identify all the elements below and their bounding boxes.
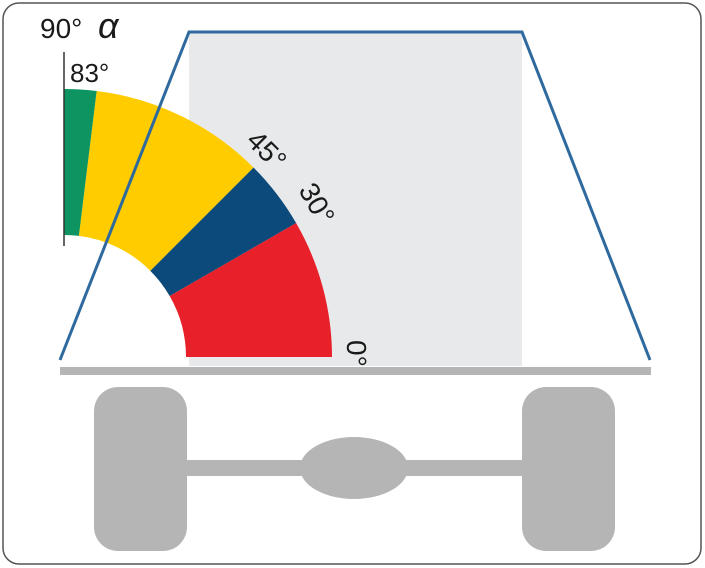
sector-83-90 [64, 89, 97, 236]
ground-line [60, 367, 651, 375]
left-wheel [94, 387, 187, 551]
sector-0-30 [169, 223, 332, 357]
right-wheel [522, 387, 615, 551]
label-90: 90° [40, 13, 82, 44]
angle-sectors [64, 89, 332, 357]
differential [300, 437, 408, 499]
sector-45-83 [78, 90, 254, 271]
vehicle-axle-icon [94, 387, 615, 551]
alpha-symbol: α [98, 5, 120, 46]
vehicle-outline [58, 30, 652, 361]
label-83: 83° [70, 58, 109, 88]
sector-30-45 [150, 167, 297, 296]
label-0: 0° [341, 340, 372, 367]
